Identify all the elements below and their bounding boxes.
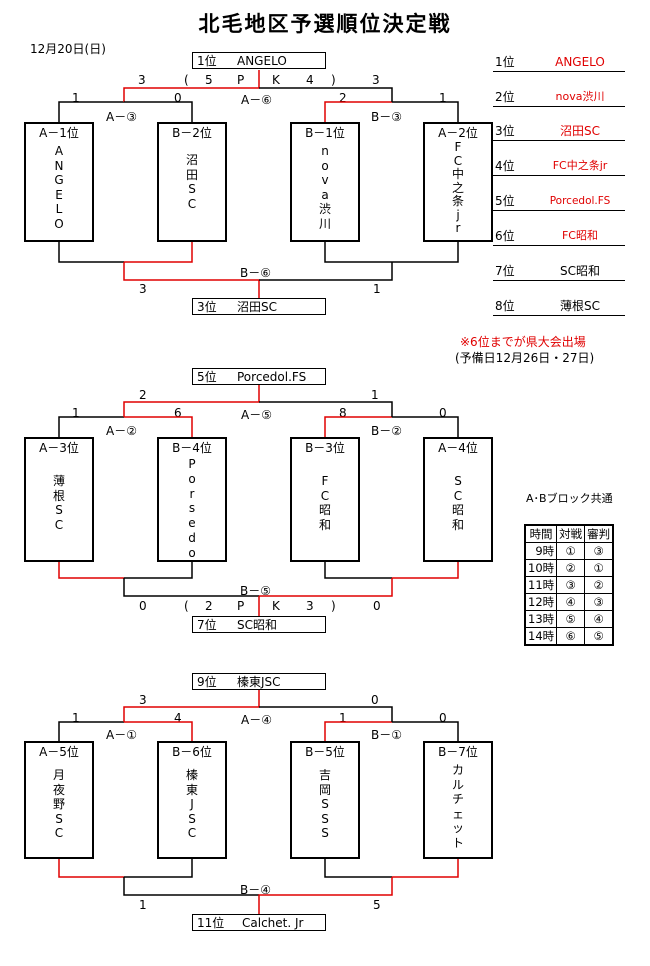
team-box: B－7位 カルチェット — [423, 741, 493, 859]
semi-score: 1 — [72, 406, 80, 420]
third-score-right: 1 — [373, 282, 381, 296]
third-label: B－⑥ — [240, 266, 271, 280]
ranking-row: 8位薄根SC — [493, 297, 625, 316]
semi-right-label: B－② — [371, 424, 402, 438]
final-score-right: 0 — [371, 693, 379, 707]
final-label: A－⑥ — [241, 93, 272, 107]
semi-score: 2 — [339, 91, 347, 105]
third-score-left: 3 — [139, 282, 147, 296]
match-date: 12月20日(日) — [30, 42, 106, 56]
final-label: A－④ — [241, 713, 272, 727]
semi-right-label: B－① — [371, 728, 402, 742]
third-label: B－⑤ — [240, 584, 271, 598]
semi-score: 1 — [72, 711, 80, 725]
semi-right-label: B－③ — [371, 110, 402, 124]
final-score-right: 1 — [371, 388, 379, 402]
third-score-left: 0 — [139, 599, 147, 613]
final-score-right: 3 — [372, 73, 380, 87]
semi-score: 8 — [339, 406, 347, 420]
final-score-left: 3 — [139, 693, 147, 707]
semi-score: 1 — [72, 91, 80, 105]
table-header-row: 時間 対戦 審判 — [524, 524, 614, 543]
semi-score: 6 — [174, 406, 182, 420]
qualification-note: ※6位までが県大会出場 — [460, 335, 586, 349]
semi-score: 0 — [174, 91, 182, 105]
semi-score: 1 — [339, 711, 347, 725]
bracket-1-lines — [58, 70, 459, 298]
final-label: A－⑤ — [241, 408, 272, 422]
schedule-caption: A･Bブロック共通 — [526, 492, 613, 505]
third-label: B－④ — [240, 883, 271, 897]
final-score-left: 3 — [138, 73, 146, 87]
semi-score: 0 — [439, 711, 447, 725]
semi-left-label: A－② — [106, 424, 137, 438]
semi-left-label: A－③ — [106, 110, 137, 124]
semi-score: 1 — [439, 91, 447, 105]
ranking-row: 3位沼田SC — [493, 122, 625, 141]
third-score-right: 0 — [373, 599, 381, 613]
semi-left-label: A－① — [106, 728, 137, 742]
semi-score: 0 — [439, 406, 447, 420]
semi-score: 4 — [174, 711, 182, 725]
reserve-date-note: (予備日12月26日・27日) — [455, 351, 595, 365]
final-score-left: 2 — [139, 388, 147, 402]
bracket-2-lines — [58, 385, 459, 616]
third-score-right: 5 — [373, 898, 381, 912]
bottom-rank-box: 3位沼田SC — [192, 298, 326, 315]
top-rank-box: 9位榛東JSC — [192, 673, 326, 690]
bracket-3-lines — [58, 690, 459, 914]
page-title: 北毛地区予選順位決定戦 — [198, 12, 452, 36]
third-score-left: 1 — [139, 898, 147, 912]
